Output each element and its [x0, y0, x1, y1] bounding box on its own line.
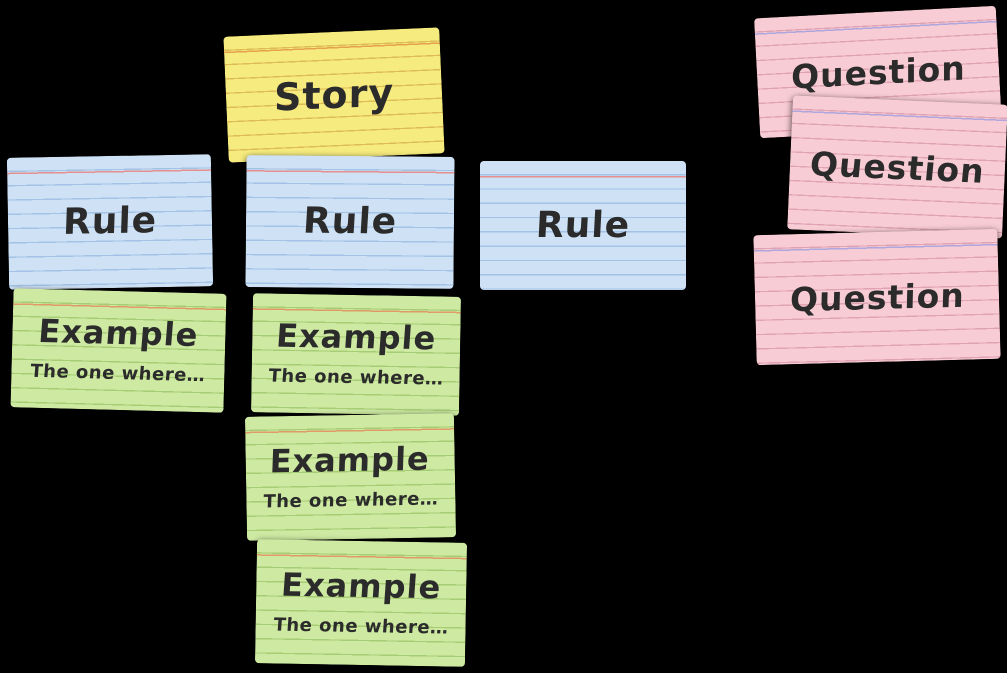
- rule-card-label: Rule: [62, 200, 158, 243]
- question-card-label: Question: [808, 143, 987, 191]
- example-card-4[interactable]: Example The one where…: [254, 539, 468, 667]
- question-card-2[interactable]: Question: [787, 95, 1007, 239]
- rule-card-2[interactable]: Rule: [245, 155, 455, 289]
- example-card-note: The one where…: [29, 360, 207, 387]
- example-card-note: The one where…: [272, 613, 449, 639]
- story-card-label: Story: [273, 70, 395, 120]
- example-card-2[interactable]: Example The one where…: [250, 293, 462, 416]
- example-card-1[interactable]: Example The one where…: [10, 288, 227, 413]
- example-card-label: Example: [37, 311, 201, 355]
- question-card-label: Question: [790, 47, 966, 97]
- rule-card-label: Rule: [534, 204, 632, 246]
- story-card[interactable]: Story: [223, 27, 445, 163]
- example-card-note: The one where…: [267, 365, 444, 390]
- example-card-label: Example: [269, 439, 431, 480]
- rule-card-3[interactable]: Rule: [480, 161, 686, 290]
- example-card-note: The one where…: [263, 487, 439, 513]
- question-card-label: Question: [789, 275, 965, 319]
- question-card-3[interactable]: Question: [753, 228, 1001, 366]
- rule-card-1[interactable]: Rule: [6, 154, 214, 290]
- example-card-3[interactable]: Example The one where…: [244, 413, 457, 541]
- example-card-label: Example: [274, 316, 438, 358]
- example-card-label: Example: [279, 565, 443, 606]
- rule-card-label: Rule: [301, 200, 399, 243]
